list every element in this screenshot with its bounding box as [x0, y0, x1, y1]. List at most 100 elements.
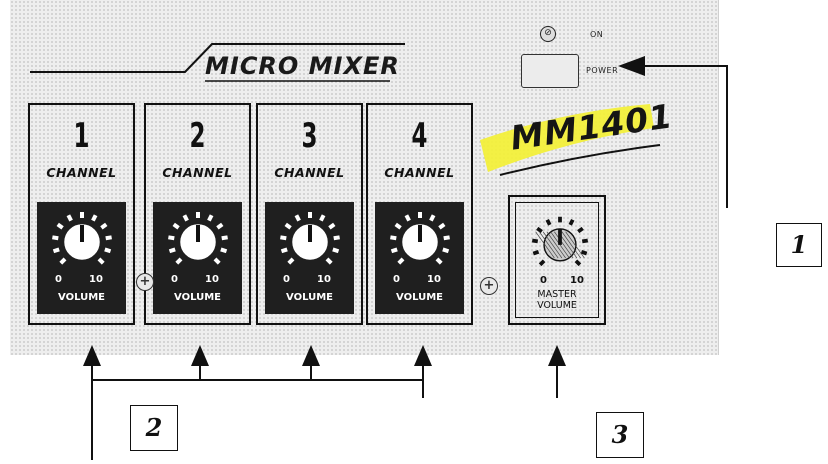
knob-hatch	[554, 231, 574, 259]
volume-label: VOLUME	[396, 292, 443, 303]
knob-tick	[59, 257, 67, 265]
knob-tick	[333, 235, 340, 241]
volume-section: 0 10 VOLUME	[153, 202, 242, 314]
callout-3: 3	[596, 412, 644, 458]
scale-max: 10	[89, 274, 103, 285]
panel-title: MICRO MIXER	[205, 52, 400, 80]
knob-tick	[284, 222, 292, 230]
volume-knob[interactable]	[388, 208, 452, 272]
knob-tick	[97, 257, 105, 265]
knob-tick	[580, 250, 588, 256]
power-on-label: ON	[590, 30, 604, 39]
knob-tick	[404, 214, 411, 222]
scale-min: 0	[55, 274, 62, 285]
channel-strip-3: 3 CHANNEL 0 10 VOLUME	[256, 103, 363, 325]
scale-min: 0	[393, 274, 400, 285]
knob-tick	[545, 218, 552, 226]
master-inner-frame: 0 10 MASTER VOLUME	[515, 202, 599, 318]
knob-tick	[538, 259, 546, 267]
knob-tick	[168, 247, 176, 254]
volume-section: 0 10 VOLUME	[37, 202, 126, 314]
knob-hatch	[561, 231, 581, 259]
knob-tick	[532, 250, 540, 256]
knob-tick	[435, 257, 443, 265]
knob-tick	[390, 235, 397, 241]
volume-label: VOLUME	[174, 292, 221, 303]
knob-tick	[280, 247, 288, 254]
channel-number: 4	[411, 116, 428, 156]
scale-max: 10	[427, 274, 441, 285]
knob-hatch	[565, 231, 585, 259]
knob-tick	[182, 214, 189, 222]
knob-hatch	[539, 231, 559, 259]
power-button[interactable]	[521, 54, 579, 88]
scale-max: 10	[205, 274, 219, 285]
knob-hatch	[542, 231, 563, 259]
volume-label: VOLUME	[58, 292, 105, 303]
knob-tick	[577, 226, 584, 234]
knob-tick	[536, 226, 543, 234]
power-led-icon: ⊘	[540, 26, 556, 42]
knob-hatch	[535, 231, 555, 259]
knob-tick	[172, 222, 180, 230]
knob-tick	[91, 214, 98, 222]
knob-tick	[52, 247, 60, 254]
volume-section: 0 10 VOLUME	[265, 202, 354, 314]
knob-tick	[294, 214, 301, 222]
volume-knob[interactable]	[278, 208, 342, 272]
master-volume-section: 0 10 MASTER VOLUME	[508, 195, 606, 325]
knob-tick	[100, 222, 108, 230]
callout-1: 1	[776, 223, 822, 267]
knob-tick	[52, 235, 59, 241]
channel-label: CHANNEL	[384, 165, 455, 180]
knob-tick	[220, 247, 228, 254]
knob-tick	[175, 257, 183, 265]
knob-tick	[325, 257, 333, 265]
knob-tick	[221, 235, 228, 241]
master-scale-min: 0	[540, 275, 547, 286]
screw-icon: +	[136, 273, 154, 291]
knob-tick	[328, 222, 336, 230]
knob-tick	[394, 222, 402, 230]
master-volume-knob[interactable]	[530, 213, 590, 273]
knob-tick	[581, 238, 589, 244]
master-scale-max: 10	[570, 275, 584, 286]
power-button-label: POWER	[586, 66, 619, 75]
channel-label: CHANNEL	[274, 165, 345, 180]
knob-tick	[168, 235, 175, 241]
knob-tick	[319, 214, 326, 222]
knob-hatch	[546, 231, 566, 259]
knob-tick	[287, 257, 295, 265]
callout-2: 2	[130, 405, 178, 451]
channel-strip-2: 2 CHANNEL 0 10 VOLUME	[144, 103, 251, 325]
knob-tick	[56, 222, 64, 230]
channel-number: 3	[301, 116, 318, 156]
knob-tick	[213, 257, 221, 265]
knob-tick	[568, 218, 575, 226]
knob-tick	[442, 247, 450, 254]
volume-knob[interactable]	[50, 208, 114, 272]
knob-tick	[216, 222, 224, 230]
channel-number: 2	[189, 116, 206, 156]
knob-tick	[574, 259, 582, 267]
channel-label: CHANNEL	[162, 165, 233, 180]
volume-knob[interactable]	[166, 208, 230, 272]
channel-number: 1	[73, 116, 90, 156]
knob-tick	[105, 235, 112, 241]
knob-tick	[390, 247, 398, 254]
knob-tick	[104, 247, 112, 254]
knob-tick	[429, 214, 436, 222]
volume-label: VOLUME	[286, 292, 333, 303]
channel-label: CHANNEL	[46, 165, 117, 180]
scale-min: 0	[171, 274, 178, 285]
knob-tick	[66, 214, 73, 222]
screw-icon: +	[480, 277, 498, 295]
master-label-line2: VOLUME	[537, 300, 577, 311]
scale-max: 10	[317, 274, 331, 285]
master-label-line1: MASTER	[537, 289, 577, 300]
knob-tick	[438, 222, 446, 230]
channel-bus-line	[91, 379, 424, 398]
knob-tick	[280, 235, 287, 241]
volume-section: 0 10 VOLUME	[375, 202, 464, 314]
knob-tick	[443, 235, 450, 241]
